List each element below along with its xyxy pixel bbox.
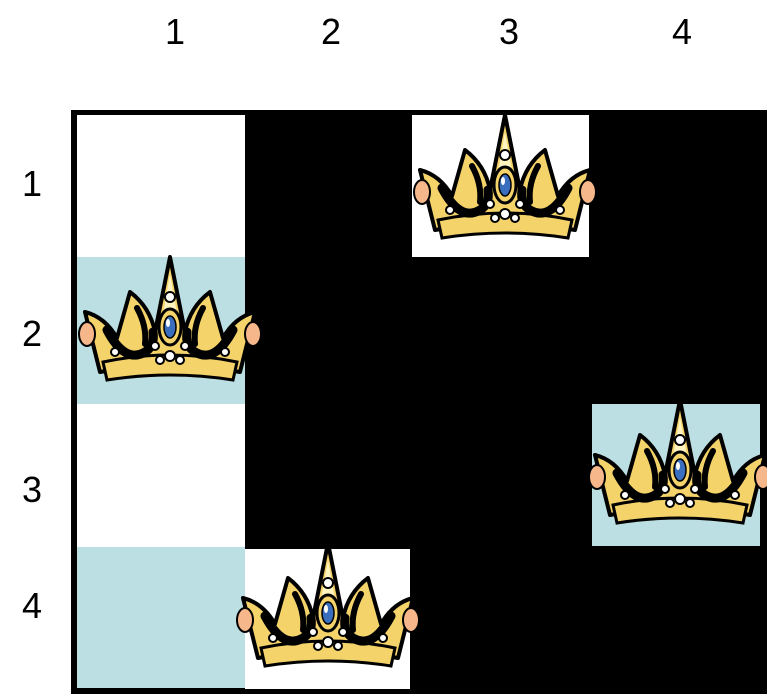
- column-label-4: 4: [662, 14, 702, 50]
- cell-r3-c1: [77, 404, 245, 547]
- crown-icon: [585, 395, 767, 545]
- column-label-1: 1: [155, 14, 195, 50]
- row-label-4: 4: [12, 588, 52, 624]
- row-label-1: 1: [12, 166, 52, 202]
- crown-icon: [233, 538, 423, 688]
- column-label-3: 3: [489, 14, 529, 50]
- crown-icon: [75, 252, 265, 402]
- row-label-3: 3: [12, 472, 52, 508]
- cell-r4-c1: [77, 547, 245, 688]
- row-label-2: 2: [12, 316, 52, 352]
- crown-icon: [410, 110, 600, 260]
- column-label-2: 2: [311, 14, 351, 50]
- cell-r1-c1: [77, 115, 245, 257]
